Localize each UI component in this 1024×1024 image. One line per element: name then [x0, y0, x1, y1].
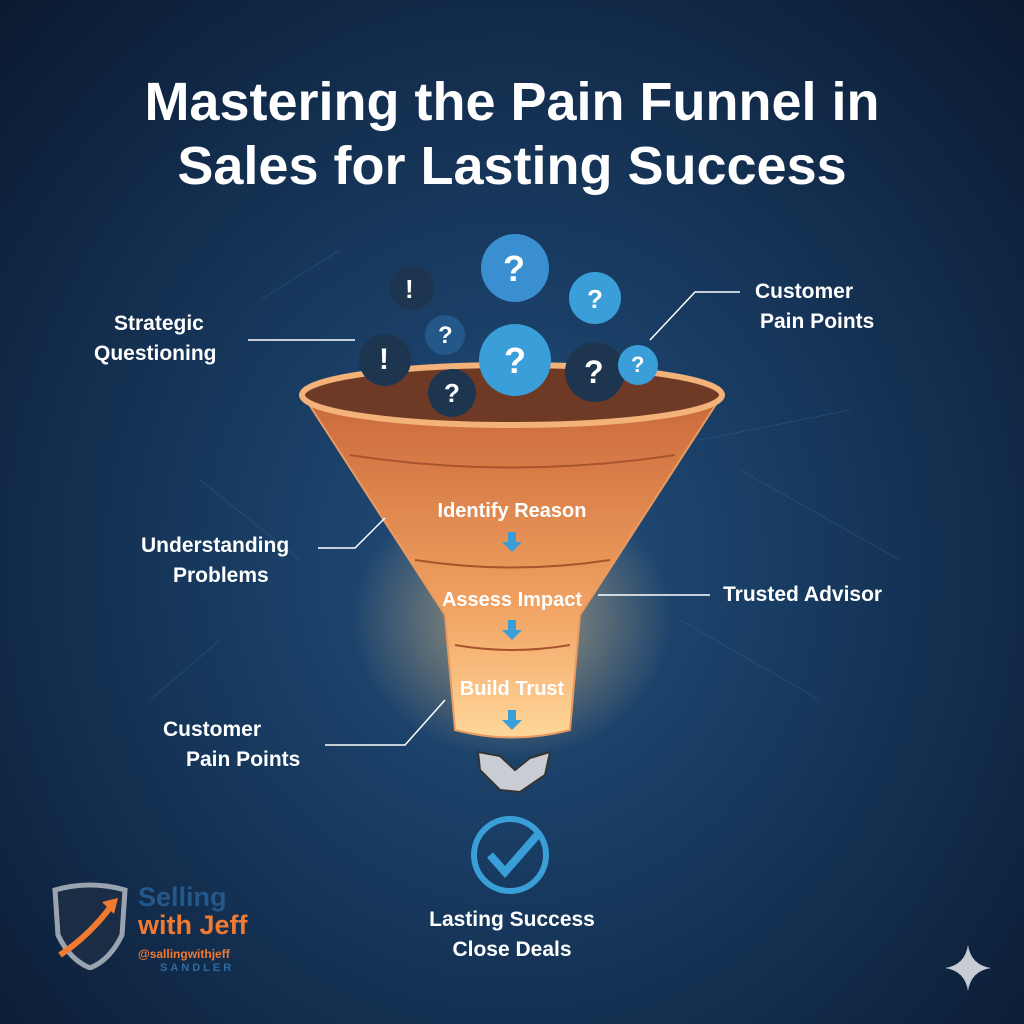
bubble-glyph: ! — [405, 274, 414, 304]
bubble-glyph: ? — [503, 248, 525, 289]
bubble-glyph: ? — [504, 340, 526, 381]
label-line: Customer — [163, 718, 262, 741]
outcome-line: Close Deals — [452, 938, 572, 961]
label-line: Problems — [173, 564, 269, 587]
logo-partner: SANDLER — [160, 962, 235, 974]
check-circle-icon — [471, 816, 549, 894]
logo-line-2: with Jeff — [138, 910, 248, 940]
sparkle-icon — [945, 945, 991, 991]
question-bubbles — [359, 234, 658, 417]
bubble-glyph: ? — [587, 284, 603, 314]
bubble-glyph: ? — [444, 378, 460, 408]
label-trusted-advisor: Trusted Advisor — [723, 583, 883, 606]
network-lines — [149, 249, 901, 701]
outcome-line: Lasting Success — [429, 908, 595, 931]
handshake-icon — [476, 750, 552, 794]
bubble-glyph: ? — [631, 352, 645, 377]
logo-line-1: Selling — [138, 882, 227, 912]
stage-assess-impact: Assess Impact — [441, 589, 583, 611]
label-line: Questioning — [94, 342, 217, 365]
down-arrow-icons — [502, 532, 522, 730]
title-line-1: Mastering the Pain Funnel in — [144, 72, 880, 132]
stage-build-trust: Build Trust — [459, 678, 565, 700]
label-line: Pain Points — [760, 310, 875, 333]
logo-handle: @sallingwithjeff — [138, 947, 230, 961]
label-line: Customer — [755, 280, 854, 303]
title-line-2: Sales for Lasting Success — [177, 136, 847, 196]
bubble-glyph: ? — [584, 354, 604, 390]
label-line: Pain Points — [186, 748, 301, 771]
bubble-glyph: ! — [379, 343, 389, 376]
shield-icon — [52, 882, 128, 970]
bubble-glyph: ? — [438, 322, 453, 349]
label-line: Understanding — [141, 534, 290, 557]
stage-identify-reason: Identify Reason — [437, 500, 587, 522]
label-line: Strategic — [114, 312, 204, 335]
connector-lines — [248, 291, 740, 746]
